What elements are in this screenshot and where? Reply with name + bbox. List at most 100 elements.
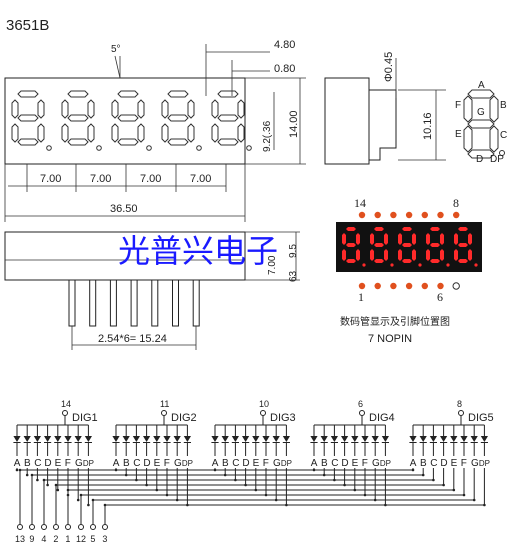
segment-c: [384, 249, 388, 261]
segment-b: [187, 99, 195, 119]
common-pin-4: [359, 410, 365, 416]
diode-triangle: [282, 436, 290, 442]
diode-triangle: [419, 436, 427, 442]
diode-triangle: [320, 436, 328, 442]
front-digit-2: [61, 90, 95, 146]
pin-lead-1: [68, 279, 76, 327]
segment-e: [454, 249, 458, 261]
segment-f: [11, 99, 19, 119]
bottom-view-body: [4, 231, 246, 281]
pin-lead-3: [109, 279, 117, 327]
front-dp-3: [146, 145, 152, 151]
seg-key-c: C: [500, 130, 507, 141]
segment-g: [430, 243, 440, 247]
segment-pin-dp: [102, 524, 108, 530]
front-digit-3: [111, 90, 145, 146]
led-digit-2: [370, 227, 388, 263]
segment-d: [67, 138, 89, 146]
front-digit-4: [161, 90, 195, 146]
segment-pin-number-e: 1: [65, 534, 70, 544]
segment-b: [87, 99, 95, 119]
segment-letter-c: C: [331, 458, 338, 469]
segment-letter-d: D: [440, 458, 447, 469]
segment-g: [402, 243, 412, 247]
segment-letter-e: E: [253, 458, 260, 469]
dim-1016-label: 10.16: [422, 112, 434, 140]
segment-g: [117, 114, 139, 122]
diode-triangle: [381, 436, 389, 442]
segment-b: [440, 233, 444, 245]
segment-e: [398, 249, 402, 261]
diode-triangle: [54, 436, 62, 442]
diode-triangle: [371, 436, 379, 442]
diode-triangle: [64, 436, 72, 442]
led-digit-5: [454, 227, 472, 263]
segment-letter-g: G: [273, 458, 281, 469]
seg-key-e: E: [455, 129, 462, 140]
pin-dot-top-4: [405, 211, 413, 219]
diode-triangle: [480, 436, 488, 442]
pin-dim-label: 2.54*6= 15.24: [98, 333, 167, 345]
segment-f: [161, 99, 169, 119]
diode-triangle: [132, 436, 140, 442]
dim-63-label: 63: [288, 270, 299, 282]
segment-letter-f: F: [65, 458, 71, 469]
segment-b: [356, 233, 360, 245]
segment-letter-g: G: [372, 458, 380, 469]
diode-triangle: [460, 436, 468, 442]
segment-c: [237, 123, 245, 143]
segment-g: [217, 114, 239, 122]
bus-junction: [18, 468, 22, 472]
segment-pin-number-a: 13: [15, 534, 25, 544]
segment-pin-f: [78, 524, 84, 530]
segment-g: [374, 243, 384, 247]
segment-f: [342, 233, 346, 245]
diode-triangle: [221, 436, 229, 442]
common-pin-3: [260, 410, 266, 416]
junction-dot: [56, 488, 60, 492]
junction-dot: [432, 478, 435, 482]
bus-junction: [79, 493, 83, 497]
segment-letter-e: E: [55, 458, 62, 469]
segment-c: [37, 123, 45, 143]
segment-c: [137, 123, 145, 143]
front-digit-1: [11, 90, 45, 146]
segment-a: [346, 227, 356, 231]
segment-f: [61, 99, 69, 119]
segment-key-digit: [463, 89, 505, 159]
seg-key-f: F: [455, 100, 461, 111]
segment-a: [67, 90, 89, 98]
segment-b: [237, 99, 245, 119]
dim-700b-label: 7.00: [267, 255, 278, 275]
seg-key-g: G: [477, 107, 485, 118]
segment-letter-g: G: [75, 458, 83, 469]
led-digits: [342, 227, 478, 267]
led-dp-5: [474, 263, 478, 267]
nopin-label: 7 NOPIN: [368, 333, 412, 345]
segment-d: [402, 259, 412, 263]
segment-pin-e: [65, 524, 71, 530]
digit-label-4: DIG4: [369, 412, 395, 424]
segment-letter-b: B: [222, 458, 229, 469]
common-pin-number-5: 8: [457, 399, 462, 409]
segment-g: [67, 114, 89, 122]
side-view-profile: [369, 89, 397, 161]
segment-e: [211, 123, 219, 143]
junction-dot: [15, 468, 19, 472]
dim-1400-label: 14.00: [288, 110, 300, 138]
segment-f: [398, 233, 402, 245]
segment-g: [346, 243, 356, 247]
diode-triangle: [211, 436, 219, 442]
digit-label-1: DIG1: [72, 412, 98, 424]
segment-e: [111, 123, 119, 143]
pin-dot-bottom-3: [390, 282, 397, 290]
pin-dot-top-1: [358, 211, 366, 219]
seg-key-dp: DP: [490, 154, 504, 165]
digit-label-2: DIG2: [171, 412, 197, 424]
segment-d: [117, 138, 139, 146]
segment-pin-g: [90, 524, 96, 530]
common-pin-1: [62, 410, 68, 416]
pin-dot-bottom-6: [437, 282, 444, 290]
diode-triangle: [13, 436, 21, 442]
segment-letter-dp: DP: [182, 459, 193, 468]
